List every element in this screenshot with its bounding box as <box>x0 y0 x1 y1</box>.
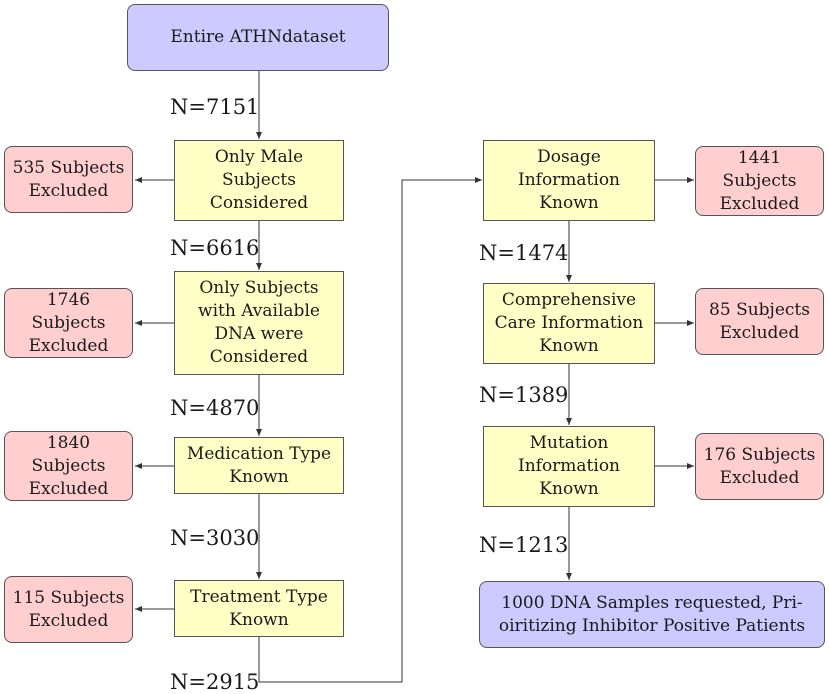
count-label-n6616: N=6616 <box>170 236 260 260</box>
count-label-n1474: N=1474 <box>479 241 569 265</box>
count-label-n7151: N=7151 <box>170 95 260 119</box>
count-label-n1389: N=1389 <box>479 383 569 407</box>
count-label-n1213: N=1213 <box>479 533 569 557</box>
excluded-treatment: 115 Subjects Excluded <box>4 576 133 643</box>
excluded-dna: 1746 Subjects Excluded <box>4 288 133 358</box>
node-start: Entire ATHNdataset <box>127 4 389 71</box>
excluded-medication: 1840 Subjects Excluded <box>4 431 133 501</box>
node-dna: Only Subjects with Available DNA were Co… <box>174 271 344 375</box>
node-dosage: Dosage Information Known <box>483 140 655 221</box>
excluded-care: 85 Subjects Excluded <box>695 288 824 355</box>
node-treatment: Treatment Type Known <box>174 580 344 637</box>
node-final: 1000 DNA Samples requested, Pri- oiritiz… <box>479 581 825 648</box>
count-label-n2915: N=2915 <box>170 670 260 694</box>
edge-treatment-to-dosage <box>258 177 482 683</box>
node-male: Only Male Subjects Considered <box>174 140 344 221</box>
node-care: Comprehensive Care Information Known <box>483 283 655 364</box>
excluded-mutation: 176 Subjects Excluded <box>695 433 824 500</box>
excluded-dosage: 1441 Subjects Excluded <box>695 146 824 216</box>
node-mutation: Mutation Information Known <box>483 426 655 507</box>
count-label-n4870: N=4870 <box>170 396 260 420</box>
count-label-n3030: N=3030 <box>170 526 260 550</box>
node-medication: Medication Type Known <box>174 437 344 494</box>
excluded-male: 535 Subjects Excluded <box>4 146 133 213</box>
